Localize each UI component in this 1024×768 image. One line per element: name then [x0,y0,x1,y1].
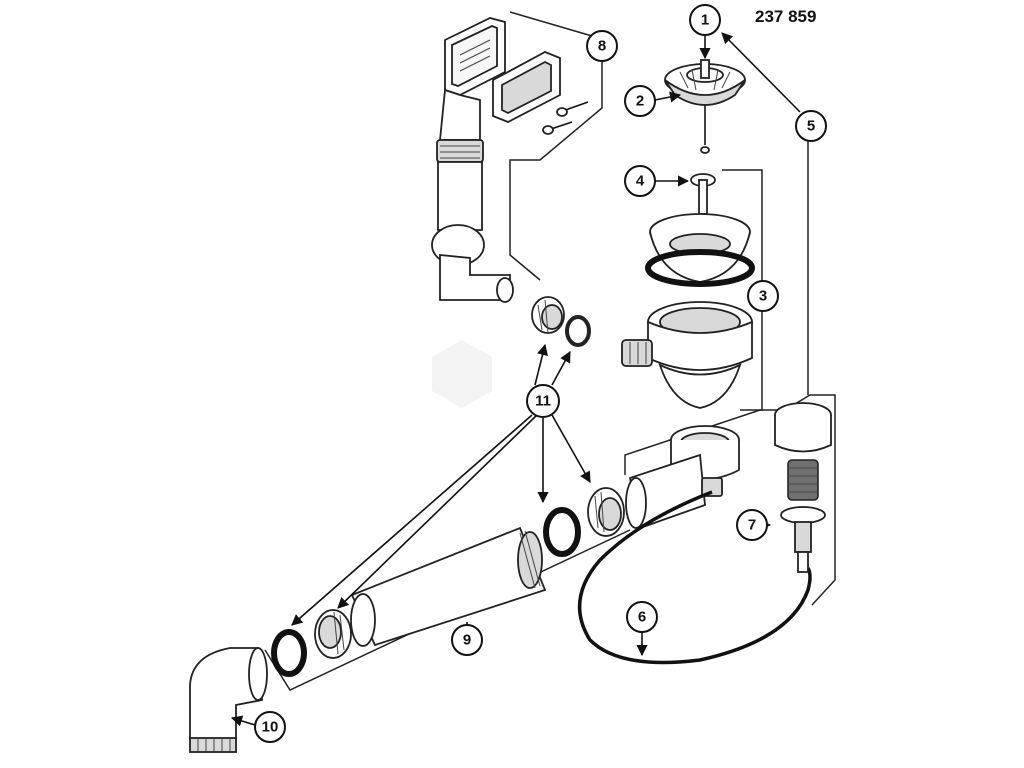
lower-nuts-and-rings [271,487,625,677]
svg-text:10: 10 [262,719,279,736]
callout-11: 11 [526,384,560,418]
leader-lines [230,32,801,727]
svg-text:11: 11 [535,393,551,410]
callout-4: 4 [624,165,656,197]
callout-5: 5 [795,110,827,142]
callout-3: 3 [747,280,779,312]
callout-6: 6 [626,601,658,633]
callout-9: 9 [451,624,483,656]
callout-1: 1 [689,4,721,36]
part-number: 237 859 [755,7,816,26]
outlet-connector [577,425,812,665]
svg-text:5: 5 [807,118,815,135]
callout-7: 7 [736,509,768,541]
svg-text:1: 1 [701,12,709,29]
svg-text:6: 6 [638,609,646,626]
basket-strainer [664,59,746,154]
svg-text:4: 4 [636,173,645,190]
callout-8: 8 [586,30,618,62]
watermark-logo [432,340,492,408]
svg-text:7: 7 [748,517,756,534]
svg-text:8: 8 [598,38,606,55]
popup-knob [774,402,832,573]
elbow-pipe [189,647,268,753]
callout-10: 10 [254,711,286,743]
upper-nut-and-ring [531,296,591,347]
svg-text:9: 9 [463,632,471,649]
long-pipe [350,526,547,647]
svg-text:3: 3 [759,288,767,305]
overflow-assembly [431,11,603,303]
callout-2: 2 [624,85,656,117]
strainer-body [621,169,763,411]
svg-text:2: 2 [636,93,644,110]
